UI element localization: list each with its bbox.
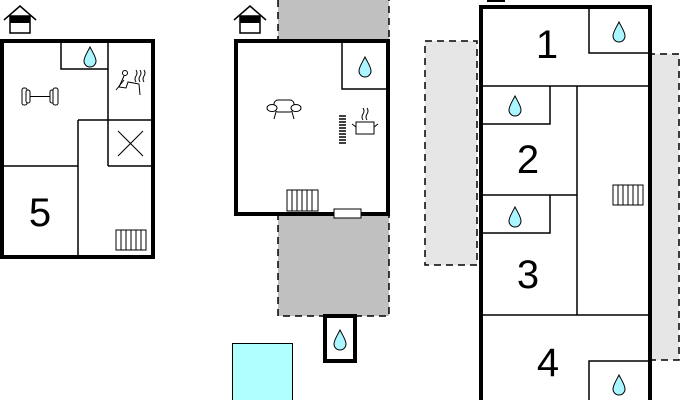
room-number-5: 5 [29, 191, 51, 235]
room-number-1: 1 [536, 23, 558, 67]
room-number-3: 3 [517, 253, 539, 297]
interior-walls [341, 42, 387, 90]
terrace-right [647, 53, 680, 361]
building-right-outline [479, 5, 652, 400]
house-icon [487, 0, 505, 2]
terrace-top [277, 0, 390, 42]
cooking-pot-icon [351, 107, 379, 135]
interior-walls [481, 8, 650, 400]
room-number-2: 2 [517, 138, 539, 182]
house-icon [3, 5, 37, 34]
dumbbell-icon [21, 87, 59, 106]
stairs-icon [115, 229, 147, 251]
sofa-icon [266, 99, 302, 120]
stove-icon [339, 115, 346, 144]
door-icon [333, 208, 362, 219]
sauna-icon [115, 69, 146, 96]
technical-room-cross-icon [117, 130, 144, 157]
house-icon [233, 5, 267, 34]
building-right: 1 2 3 4 [424, 0, 680, 400]
room-number-4: 4 [537, 341, 559, 385]
stairs-icon [612, 184, 644, 206]
swimming-pool [232, 343, 293, 400]
building-left: 5 [0, 5, 155, 259]
building-middle [232, 0, 390, 400]
terrace-left [424, 40, 478, 266]
interior-walls [2, 42, 152, 257]
stairs-icon [286, 189, 319, 212]
terrace-bottom [277, 213, 390, 317]
